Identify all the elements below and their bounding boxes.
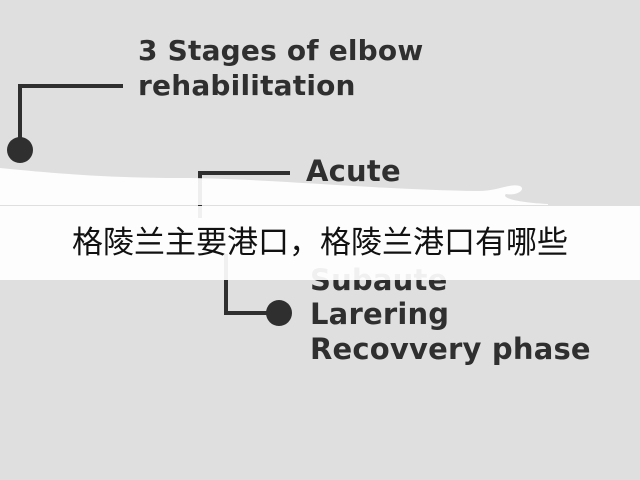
overlay-banner: 格陵兰主要港口，格陵兰港口有哪些 [0,206,640,280]
torn-paper-edge [0,168,548,205]
diagram-title-line-1: 3 Stages of elbow [138,34,424,67]
diagram-title-line-2: rehabilitation [138,69,356,102]
stage-label-later: Larering [310,297,450,331]
stage-label-recovery: Recovvery phase [310,332,591,366]
stage-label-acute: Acute [306,154,401,188]
recovery-connector-dot [266,300,292,326]
overlay-banner-text: 格陵兰主要港口，格陵兰港口有哪些 [72,224,568,261]
title-connector-dot [7,137,33,163]
title-connector-line [18,84,123,150]
